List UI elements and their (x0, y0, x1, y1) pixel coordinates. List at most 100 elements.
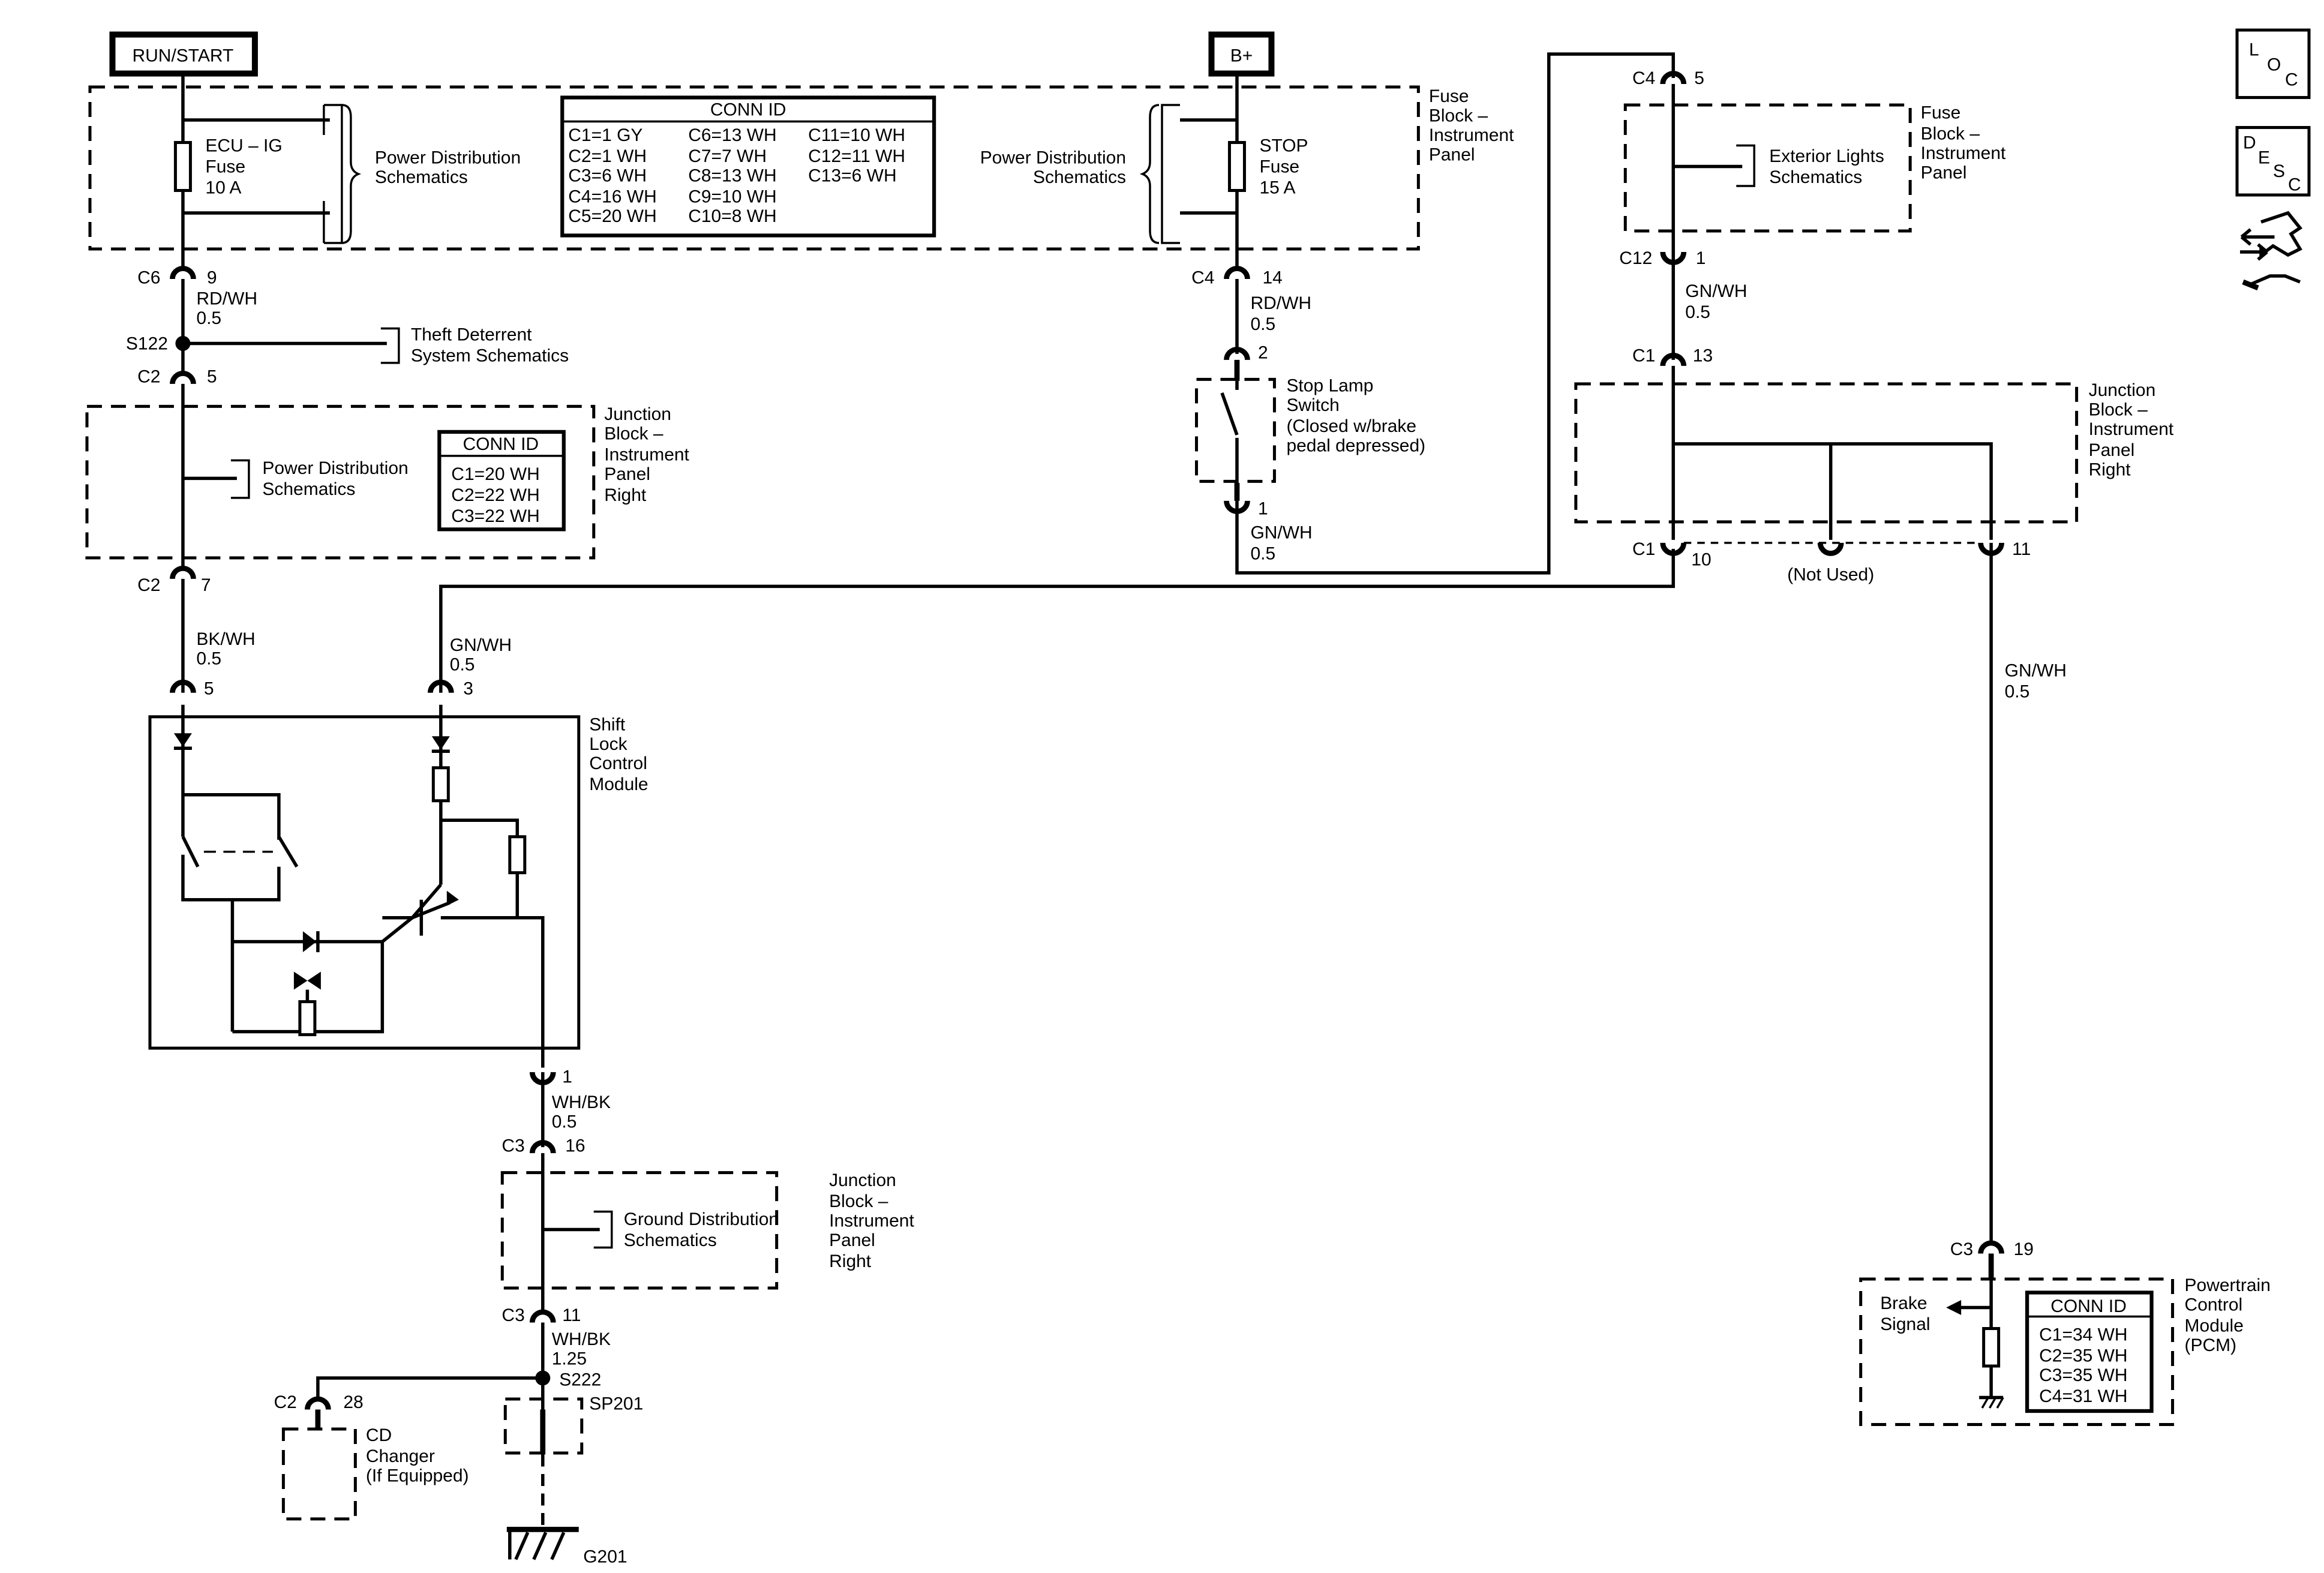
conn-id-table-jb: CONN ID C1=20 WH C2=22 WH C3=22 WH (437, 430, 566, 532)
svg-text:GN/WH: GN/WH (1250, 523, 1312, 542)
svg-text:C6: C6 (137, 268, 160, 287)
svg-text:Schematics: Schematics (375, 167, 468, 187)
svg-text:CONN ID: CONN ID (2050, 1296, 2127, 1316)
svg-text:S122: S122 (126, 334, 168, 353)
svg-text:CONN ID: CONN ID (710, 100, 786, 120)
svg-text:D: D (2243, 133, 2256, 153)
svg-text:C3: C3 (502, 1136, 524, 1156)
svg-text:2: 2 (1258, 343, 1268, 362)
svg-text:11: 11 (2012, 539, 2031, 559)
svg-text:WH/BK: WH/BK (552, 1329, 611, 1349)
svg-text:RD/WH: RD/WH (1250, 293, 1311, 313)
svg-text:C3: C3 (502, 1305, 524, 1325)
svg-text:C4=16 WH: C4=16 WH (568, 187, 656, 207)
connector-c3-11 (529, 1309, 556, 1323)
svg-text:GN/WH: GN/WH (1685, 281, 1747, 301)
desc-button[interactable]: D E S C (2235, 126, 2311, 197)
stop-fuse-label: STOP Fuse 15 A (1259, 136, 1308, 198)
svg-text:Module: Module (589, 775, 648, 794)
connector-tool-icon[interactable] (2240, 211, 2303, 291)
diode-icon-3 (431, 736, 450, 750)
fuse-block-right-label: Fuse Block – Instrument Panel (1921, 103, 2006, 183)
stop-lamp-switch-contact (1220, 392, 1239, 436)
stop-lamp-label: Stop Lamp Switch (Closed w/brake pedal d… (1286, 376, 1425, 455)
resistor-icon-2 (508, 835, 527, 875)
svg-text:Fuse: Fuse (205, 157, 245, 177)
svg-text:Power Distribution: Power Distribution (262, 458, 408, 478)
jb-right-outline (1574, 382, 2079, 524)
svg-text:C5=20 WH: C5=20 WH (568, 206, 656, 226)
svg-text:13: 13 (1693, 346, 1713, 365)
svg-text:System Schematics: System Schematics (411, 346, 569, 365)
wire-label-gnwh-a: GN/WH 0.5 (450, 635, 512, 674)
svg-text:28: 28 (343, 1392, 363, 1412)
wire-label-whbk-b: WH/BK 1.25 (552, 1329, 611, 1368)
fuse-block-right-outline (1623, 103, 1912, 233)
connector-pin-5 (170, 679, 196, 694)
svg-text:C1: C1 (1632, 539, 1655, 559)
wire-label-gnwh-c: GN/WH 0.5 (1685, 281, 1747, 322)
connector-pin-2 (1224, 347, 1250, 361)
theft-label: Theft Deterrent System Schematics (411, 325, 569, 365)
svg-text:STOP: STOP (1259, 136, 1308, 156)
svg-text:Instrument: Instrument (2089, 419, 2174, 439)
connector-c1-13 (1660, 353, 1687, 367)
svg-text:10: 10 (1691, 550, 1711, 569)
svg-text:C4=31 WH: C4=31 WH (2039, 1386, 2127, 1406)
jb-ground-outline (500, 1171, 779, 1290)
svg-text:L: L (2249, 40, 2259, 60)
svg-text:C3: C3 (1950, 1239, 1973, 1259)
diode-icon (173, 733, 192, 747)
cd-changer-label: CD Changer (If Equipped) (366, 1425, 469, 1485)
svg-text:C3=6 WH: C3=6 WH (568, 166, 647, 186)
svg-text:E: E (2258, 148, 2270, 168)
svg-text:(If Equipped): (If Equipped) (366, 1466, 469, 1485)
svg-text:5: 5 (204, 679, 214, 698)
svg-text:Lock: Lock (589, 734, 627, 754)
svg-text:3: 3 (463, 679, 473, 698)
svg-text:Schematics: Schematics (1033, 167, 1126, 187)
connector-not-used (1817, 542, 1844, 556)
stop-fuse (1227, 141, 1246, 193)
svg-text:C3=22 WH: C3=22 WH (451, 506, 539, 526)
svg-text:0.5: 0.5 (552, 1112, 577, 1132)
svg-text:0.5: 0.5 (2005, 682, 2030, 701)
svg-text:Signal: Signal (1880, 1314, 1930, 1334)
svg-text:Right: Right (829, 1251, 872, 1271)
svg-text:0.5: 0.5 (1685, 302, 1710, 322)
ecu-ig-fuse-label: ECU – IG Fuse 10 A (205, 136, 282, 198)
svg-text:Block –: Block – (2089, 400, 2148, 419)
svg-text:Powertrain: Powertrain (2185, 1275, 2271, 1295)
svg-text:Module: Module (2185, 1316, 2244, 1336)
chassis-ground-icon (1979, 1395, 2004, 1409)
svg-text:Power Distribution: Power Distribution (375, 148, 521, 168)
transistor-icon (382, 883, 442, 920)
connector-c4-14 (1224, 266, 1250, 280)
loc-button[interactable]: L O C (2235, 28, 2311, 100)
connector-c1-10 (1660, 542, 1687, 556)
jb-ground-label: Junction Block – Instrument Panel Right (829, 1170, 914, 1271)
svg-text:BK/WH: BK/WH (196, 629, 255, 649)
svg-text:C2: C2 (137, 575, 160, 595)
svg-text:Control: Control (589, 754, 647, 773)
run-start-label: RUN/START (133, 46, 234, 66)
svg-text:Brake: Brake (1880, 1293, 1927, 1313)
svg-text:1.25: 1.25 (552, 1349, 587, 1369)
svg-text:C10=8 WH: C10=8 WH (688, 206, 776, 226)
connector-c3-16 (529, 1140, 556, 1154)
wire-label-whbk-a: WH/BK 0.5 (552, 1092, 611, 1131)
svg-text:(Closed w/brake: (Closed w/brake (1286, 416, 1416, 436)
relay-contact (181, 836, 299, 868)
svg-text:C2=35 WH: C2=35 WH (2039, 1346, 2127, 1366)
svg-text:C12=11 WH: C12=11 WH (808, 146, 905, 166)
svg-text:C1: C1 (1632, 346, 1655, 365)
svg-text:C: C (2288, 175, 2301, 195)
svg-text:Block –: Block – (1921, 124, 1980, 144)
svg-text:10 A: 10 A (205, 178, 241, 198)
svg-text:Stop Lamp: Stop Lamp (1286, 376, 1373, 395)
svg-text:S222: S222 (559, 1370, 601, 1389)
cd-changer-outline (281, 1427, 357, 1521)
svg-text:19: 19 (2014, 1239, 2034, 1259)
svg-text:C9=10 WH: C9=10 WH (688, 187, 776, 207)
svg-text:C: C (2285, 70, 2298, 90)
